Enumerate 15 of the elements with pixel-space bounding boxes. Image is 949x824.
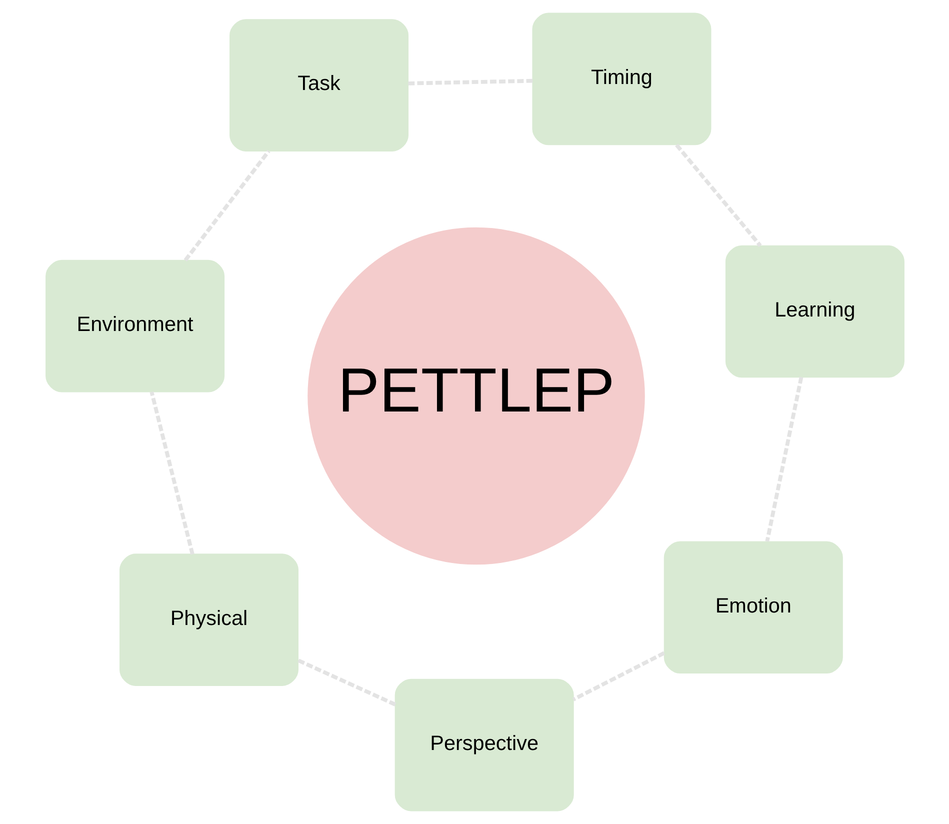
connector — [572, 651, 665, 702]
node-box: Timing — [532, 12, 711, 146]
connector — [296, 658, 396, 706]
connector — [674, 144, 762, 247]
node-box: Perspective — [394, 678, 574, 812]
connector — [183, 150, 270, 262]
connector — [764, 376, 803, 542]
connector — [149, 391, 194, 555]
node-box: Environment — [45, 260, 224, 392]
node-box: Physical — [118, 554, 298, 686]
node-circle: PETTLEP — [307, 227, 644, 565]
node-box: Task — [229, 19, 408, 152]
connector — [408, 78, 532, 86]
node-box: Learning — [724, 245, 904, 378]
node-box: Emotion — [663, 541, 842, 674]
